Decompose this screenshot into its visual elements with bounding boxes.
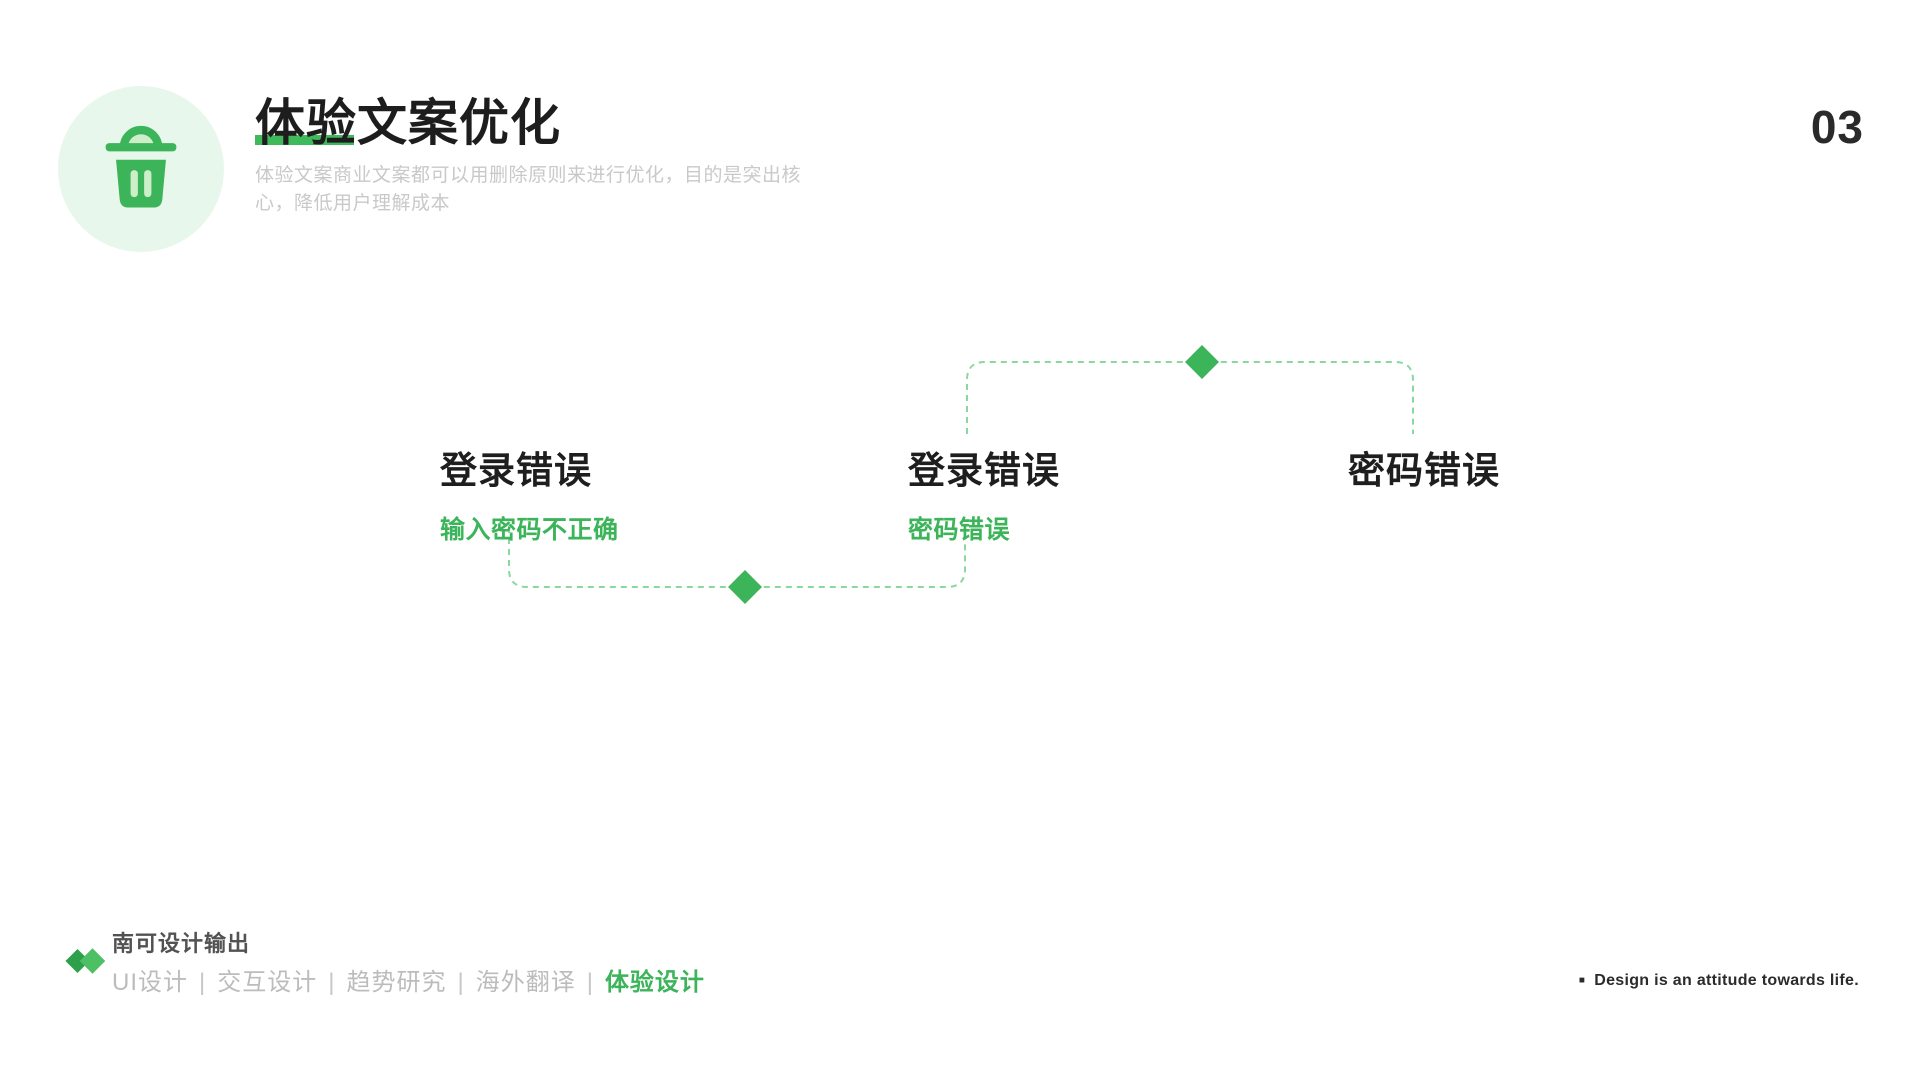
- motto: ■ Design is an attitude towards life.: [1579, 972, 1859, 990]
- tag-experience-design: 体验设计: [604, 969, 705, 996]
- tag-ui-design: UI设计: [112, 969, 188, 996]
- motto-text: Design is an attitude towards life.: [1594, 972, 1859, 989]
- flow-item-2: 登录错误 密码错误: [908, 440, 1060, 546]
- flow-item-3-title: 密码错误: [1348, 450, 1500, 491]
- tag-overseas-translation: 海外翻译: [475, 969, 576, 996]
- tag-interaction-design: 交互设计: [217, 969, 318, 996]
- square-bullet-icon: ■: [1578, 975, 1586, 986]
- brand-logo-diamonds-icon: [64, 944, 108, 983]
- flow-item-2-title: 登录错误: [908, 450, 1060, 491]
- flow-item-3: 密码错误: [1348, 440, 1500, 494]
- connector-upper: [966, 361, 1414, 434]
- page-subtitle: 体验文案商业文案都可以用删除原则来进行优化，目的是突出核 心，降低用户理解成本: [255, 162, 835, 218]
- tag-separator: |: [586, 969, 594, 996]
- flow-item-1-subtitle: 输入密码不正确: [440, 516, 619, 544]
- trash-icon: [89, 115, 193, 224]
- tag-separator: |: [457, 969, 465, 996]
- tag-trend-research: 趋势研究: [346, 969, 447, 996]
- page-title: 体验文案优化: [255, 95, 561, 151]
- diamond-marker-upper-icon: [1185, 345, 1219, 379]
- header: 体验文案优化 体验文案商业文案都可以用删除原则来进行优化，目的是突出核 心，降低…: [255, 96, 835, 218]
- brand-tagline: UI设计 | 交互设计 | 趋势研究 | 海外翻译 | 体验设计: [112, 962, 705, 997]
- subtitle-line-2: 心，降低用户理解成本: [255, 193, 451, 214]
- diamond-marker-lower-icon: [728, 570, 762, 604]
- subtitle-line-1: 体验文案商业文案都可以用删除原则来进行优化，目的是突出核: [255, 165, 802, 186]
- flow-item-2-subtitle: 密码错误: [908, 516, 1011, 544]
- tag-separator: |: [328, 969, 336, 996]
- flow-item-1-title: 登录错误: [440, 450, 592, 491]
- brand-name: 南可设计输出: [112, 931, 251, 956]
- page-number: 03: [1810, 101, 1864, 153]
- flow-item-1: 登录错误 输入密码不正确: [440, 440, 619, 546]
- trash-icon-badge: [58, 86, 224, 252]
- tag-separator: |: [199, 969, 207, 996]
- title-wrap: 体验文案优化: [255, 96, 561, 150]
- title-highlight-bar: [255, 135, 354, 145]
